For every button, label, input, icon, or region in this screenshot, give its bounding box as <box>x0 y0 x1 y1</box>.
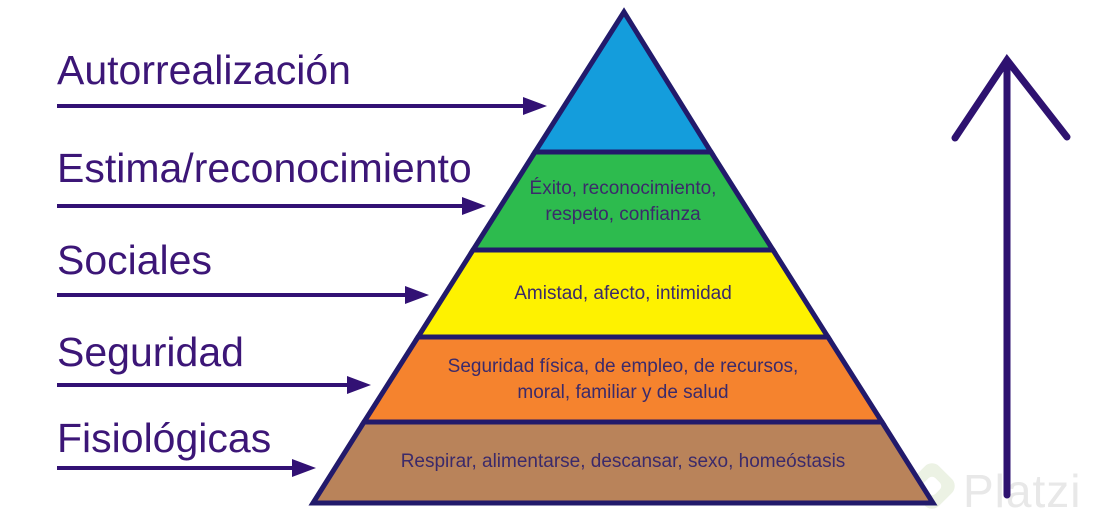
arrow-seguridad <box>57 376 371 394</box>
label-seguridad: Seguridad <box>57 329 244 375</box>
arrow-autorrealizacion <box>57 97 547 115</box>
upward-arrow-icon <box>951 54 1071 499</box>
band-text-sociales: Amistad, afecto, intimidad <box>514 283 732 304</box>
band-text-estima: Éxito, reconocimiento, respeto, confianz… <box>529 178 717 225</box>
watermark-text: Platzi <box>963 465 1082 517</box>
level-shape-autorrealizacion <box>530 7 716 155</box>
label-estima: Estima/reconocimiento <box>57 145 472 191</box>
band-text-fisiologicas: Respirar, alimentarse, descansar, sexo, … <box>400 451 846 472</box>
arrow-fisiologicas <box>57 459 316 477</box>
pyramid <box>308 7 938 506</box>
arrow-estima <box>57 197 486 215</box>
label-fisiologicas: Fisiológicas <box>57 415 272 461</box>
label-sociales: Sociales <box>57 237 212 283</box>
arrow-sociales <box>57 286 429 304</box>
band-text-seguridad: Seguridad física, de empleo, de recursos… <box>447 356 799 403</box>
label-autorrealizacion: Autorrealización <box>57 47 351 93</box>
level-shape-fisiologicas <box>308 419 938 506</box>
